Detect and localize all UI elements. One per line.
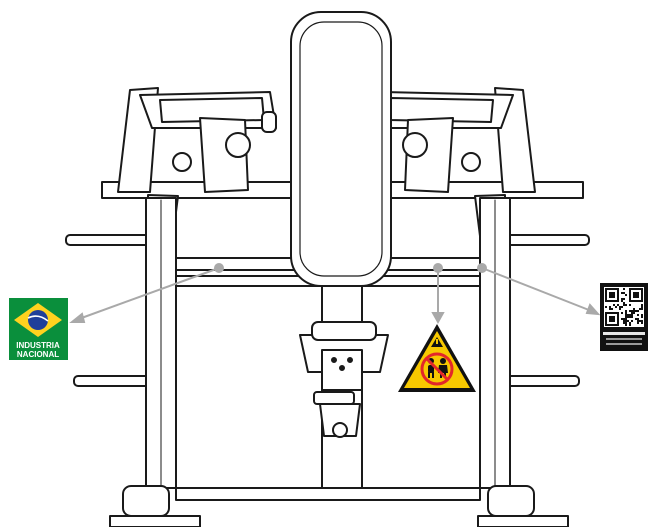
leader-lines (69, 263, 601, 325)
seat-adjuster (299, 321, 389, 438)
brazil-label-line2: NACIONAL (17, 350, 59, 359)
industria-nacional-label: INDUSTRIA NACIONAL (9, 298, 68, 360)
brazil-label-line1: INDUSTRIA (16, 341, 60, 350)
machine-drawing (65, 11, 590, 527)
child-warning-label (398, 324, 476, 392)
qr-code-icon (605, 288, 643, 326)
back-pad (290, 11, 392, 287)
feet (109, 485, 569, 527)
bottom-rail (175, 487, 481, 501)
brazil-flag-globe-icon (28, 310, 48, 330)
weight-pegs (65, 234, 590, 387)
qr-code-label (600, 283, 648, 351)
